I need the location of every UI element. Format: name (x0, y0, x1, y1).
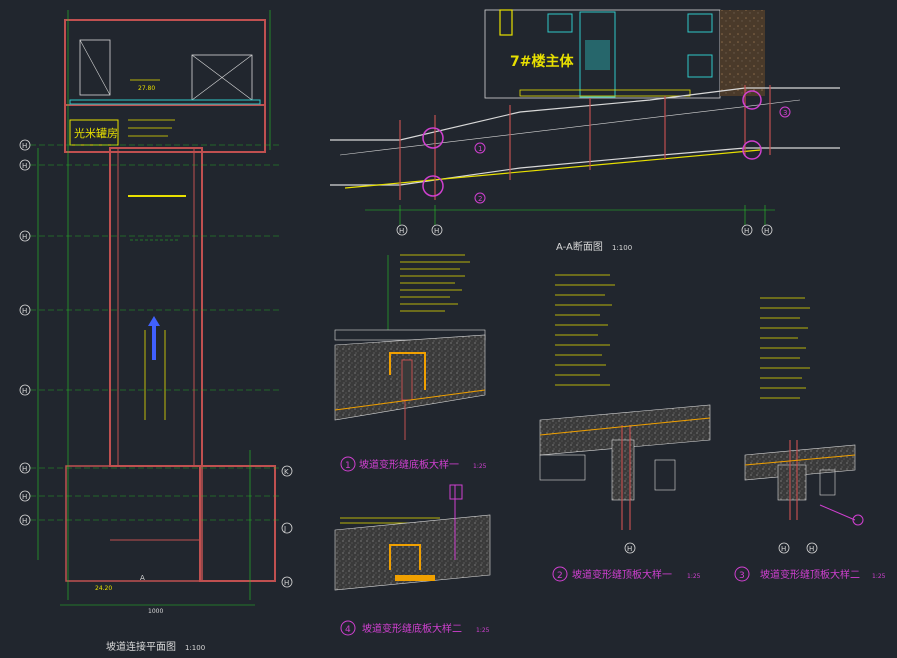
svg-text:J: J (283, 525, 286, 533)
svg-text:H: H (22, 233, 27, 241)
svg-text:H: H (22, 387, 27, 395)
level-top: 27.80 (138, 85, 155, 92)
detail-4-number: 4 (345, 625, 351, 635)
detail-1: 1 坡道变形缝底板大样一 1:25 (334, 254, 487, 472)
svg-text:H: H (22, 142, 27, 150)
plan-axis-bubbles: H H H H H H H H (19, 139, 31, 526)
plan-scale: 1:100 (185, 644, 205, 652)
svg-text:H: H (744, 227, 749, 235)
building-label: 7#楼主体 (510, 53, 574, 70)
detail-2-axis: H (627, 545, 632, 553)
detail-4: 4 坡道变形缝底板大样二 1:25 (334, 484, 491, 636)
plan-lower-room (199, 465, 276, 582)
svg-text:H: H (22, 465, 27, 473)
detail-3: H H 3 坡道变形缝顶板大样二 1:25 (734, 297, 886, 582)
svg-text:H: H (434, 227, 439, 235)
detail-2-number: 2 (557, 571, 563, 581)
plan-right-axis-bubbles: K J H (281, 465, 293, 588)
section-mark-a: A (140, 574, 145, 582)
detail-3-axis-left: H (781, 545, 786, 553)
ramp-arrow (152, 322, 156, 360)
cyan-duct (69, 99, 261, 105)
section-callout-2: 2 (478, 195, 482, 203)
section-view: 7#楼主体 1 (330, 9, 840, 253)
stair-symbol (79, 39, 111, 96)
svg-text:H: H (284, 579, 289, 587)
section-callout-3: 3 (783, 109, 787, 117)
svg-text:K: K (284, 468, 289, 476)
plan-view: 光米罐房 27.80 24.20 A (19, 10, 293, 653)
detail-4-scale: 1:25 (476, 627, 490, 634)
level-bottom: 24.20 (95, 585, 112, 592)
detail-3-number: 3 (739, 571, 745, 581)
detail-3-axis-right: H (809, 545, 814, 553)
detail-1-number: 1 (345, 461, 351, 471)
plan-title: 坡道连接平面图 (106, 640, 176, 653)
svg-text:H: H (22, 493, 27, 501)
detail-2: H 2 坡道变形缝顶板大样一 1:25 (539, 274, 711, 582)
detail-4-title: 坡道变形缝底板大样二 (362, 622, 462, 635)
section-scale: 1:100 (612, 244, 632, 252)
detail-1-scale: 1:25 (473, 463, 487, 470)
svg-text:H: H (22, 162, 27, 170)
svg-text:H: H (399, 227, 404, 235)
svg-text:H: H (22, 517, 27, 525)
svg-text:H: H (764, 227, 769, 235)
detail-3-scale: 1:25 (872, 573, 886, 580)
detail-2-title: 坡道变形缝顶板大样一 (572, 568, 672, 581)
plan-top-room (64, 19, 266, 153)
earth-fill (720, 10, 765, 96)
detail-3-title: 坡道变形缝顶板大样二 (760, 568, 860, 581)
section-axis-bubbles: H H H H (396, 224, 773, 236)
svg-text:H: H (22, 307, 27, 315)
bottom-dimension: 1000 (148, 608, 163, 615)
room-label: 光米罐房 (74, 126, 118, 140)
detail-1-title: 坡道变形缝底板大样一 (359, 458, 459, 471)
ramp-top-line (330, 87, 840, 141)
detail-2-scale: 1:25 (687, 573, 701, 580)
section-title: A-A断面图 (556, 240, 603, 253)
section-callout-1: 1 (478, 145, 482, 153)
